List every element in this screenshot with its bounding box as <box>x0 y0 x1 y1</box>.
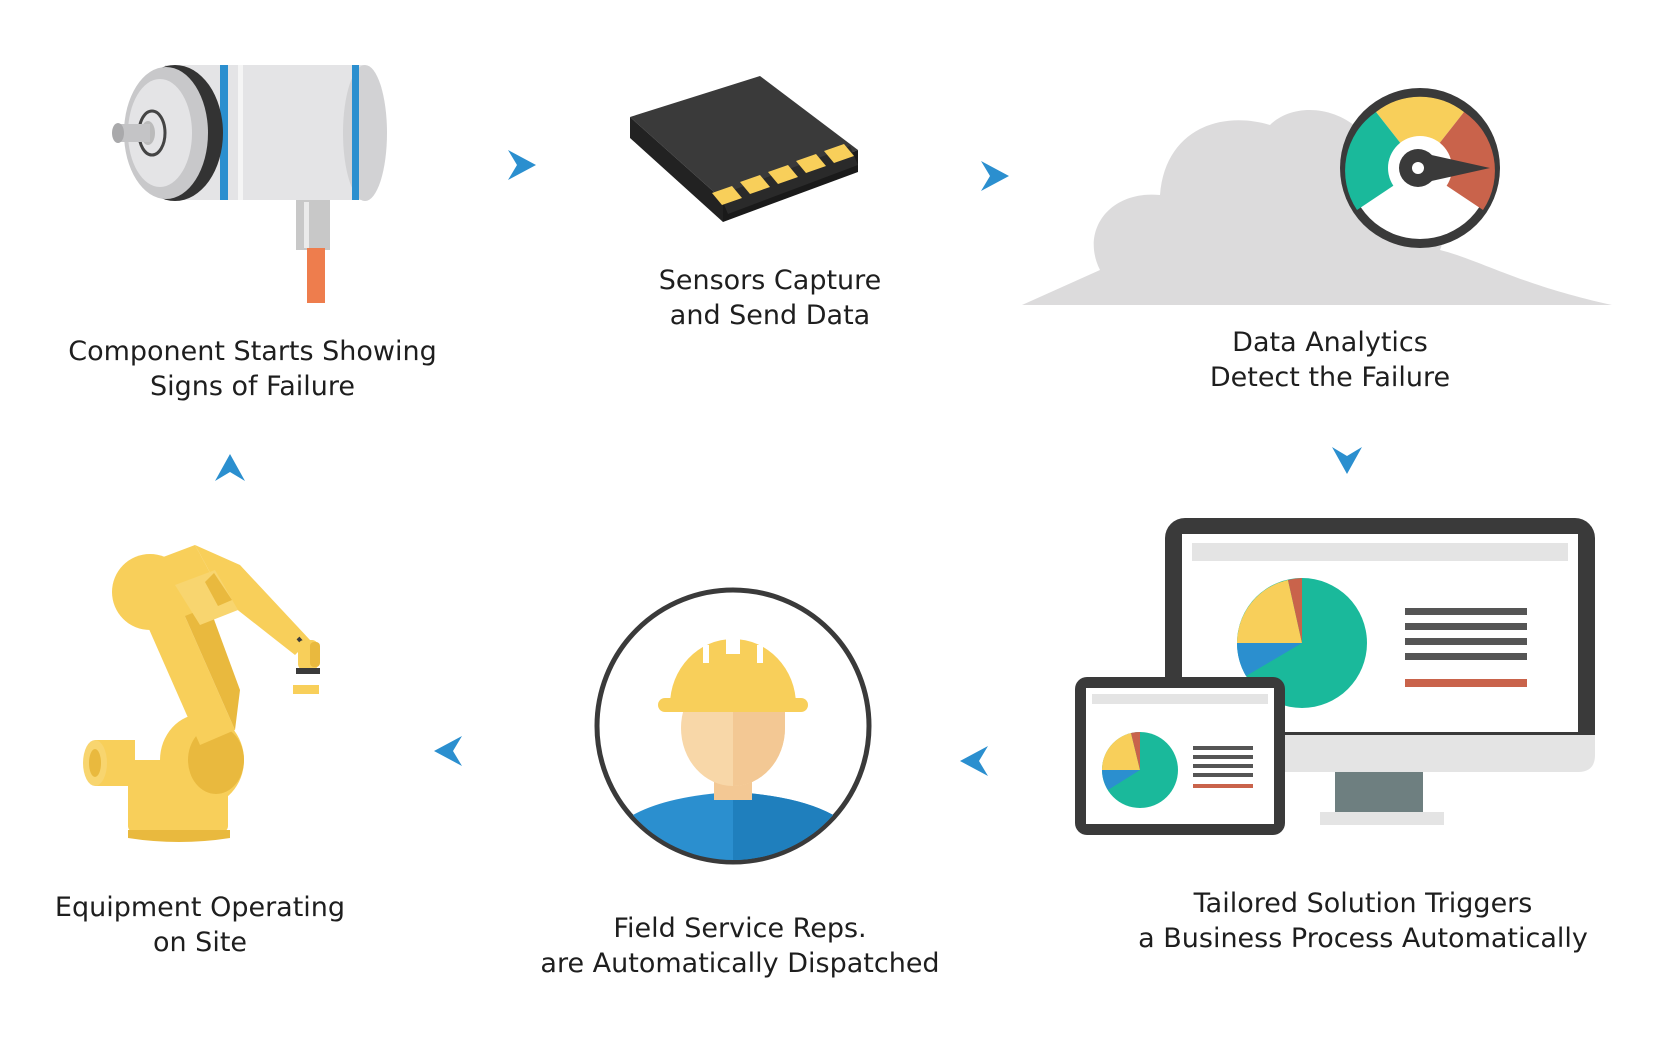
field-worker-icon <box>594 587 872 865</box>
monitor-tablet-dashboard-icon <box>1075 518 1595 835</box>
caption-line: Component Starts Showing <box>68 336 437 367</box>
arrow-up-icon <box>215 454 245 481</box>
caption-line: on Site <box>152 927 248 958</box>
arrow-left-2-icon <box>434 736 462 766</box>
sensor-chip-icon <box>630 76 858 222</box>
caption-sensors: Sensors Capture and Send Data <box>605 263 935 333</box>
caption-line: Data Analytics <box>1232 327 1428 358</box>
caption-line: a Business Process Automatically <box>1138 923 1588 954</box>
caption-line: Field Service Reps. <box>613 913 867 944</box>
caption-line: Tailored Solution Triggers <box>1193 888 1533 919</box>
caption-solution: Tailored Solution Triggers a Business Pr… <box>1118 886 1608 956</box>
caption-line: Equipment Operating <box>54 892 346 923</box>
arrow-right-2-icon <box>981 161 1009 191</box>
caption-line: Detect the Failure <box>1209 362 1451 393</box>
caption-line: and Send Data <box>669 300 871 331</box>
caption-component: Component Starts Showing Signs of Failur… <box>40 334 465 404</box>
caption-equipment: Equipment Operating on Site <box>40 890 360 960</box>
robotic-arm-icon <box>83 545 320 842</box>
motor-encoder-icon <box>112 65 387 303</box>
caption-analytics: Data Analytics Detect the Failure <box>1165 325 1495 395</box>
caption-line: are Automatically Dispatched <box>540 948 940 979</box>
arrow-right-1-icon <box>508 150 536 180</box>
caption-line: Signs of Failure <box>150 371 355 402</box>
caption-dispatch: Field Service Reps. are Automatically Di… <box>530 911 950 981</box>
arrow-down-icon <box>1332 447 1362 474</box>
cloud-gauge-icon <box>1022 88 1612 305</box>
caption-line: Sensors Capture <box>658 265 882 296</box>
arrow-left-1-icon <box>960 746 988 776</box>
